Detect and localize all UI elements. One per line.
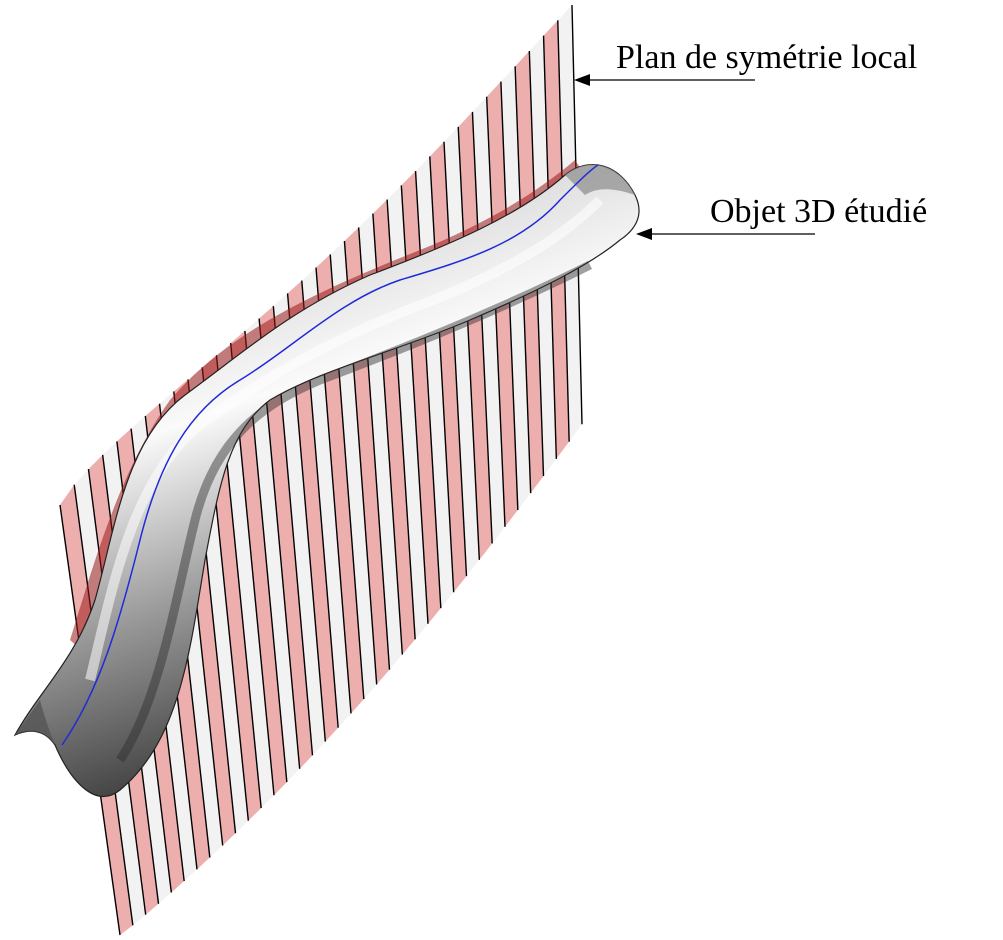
tube-end-cap-left (15, 700, 55, 745)
studied-3d-object (13, 164, 640, 797)
plane-strip-edge (457, 126, 481, 560)
plane-strip (244, 318, 300, 783)
plane-strip-edge (485, 96, 506, 527)
plane-strip-edge (443, 141, 468, 577)
plane-strip (458, 111, 493, 560)
medial-axis-curve (61, 164, 599, 746)
plane-annotation-arrowhead (574, 74, 590, 86)
plane-strip (287, 280, 339, 742)
tube-shadow (116, 260, 593, 763)
plane-strip-edge (471, 111, 493, 544)
plane-strip (472, 96, 505, 544)
plane-strip (216, 343, 274, 809)
object-annotation-arrowhead (636, 228, 652, 240)
plane-strip-edge (414, 170, 442, 609)
tube-end-cap-right (565, 164, 635, 195)
plane-strip-edge (429, 156, 455, 593)
plane-strip (259, 306, 313, 769)
plane-strip (301, 267, 351, 728)
plane-strip (230, 330, 287, 796)
tube-body (13, 164, 640, 797)
plane-strip (273, 293, 326, 756)
object-annotation: Objet 3D étudié (636, 193, 927, 240)
object-annotation-text: Objet 3D étudié (710, 193, 927, 230)
plane-annotation: Plan de symétrie local (574, 39, 917, 86)
plane-annotation-text: Plan de symétrie local (616, 39, 917, 76)
tube-highlight (85, 196, 604, 682)
